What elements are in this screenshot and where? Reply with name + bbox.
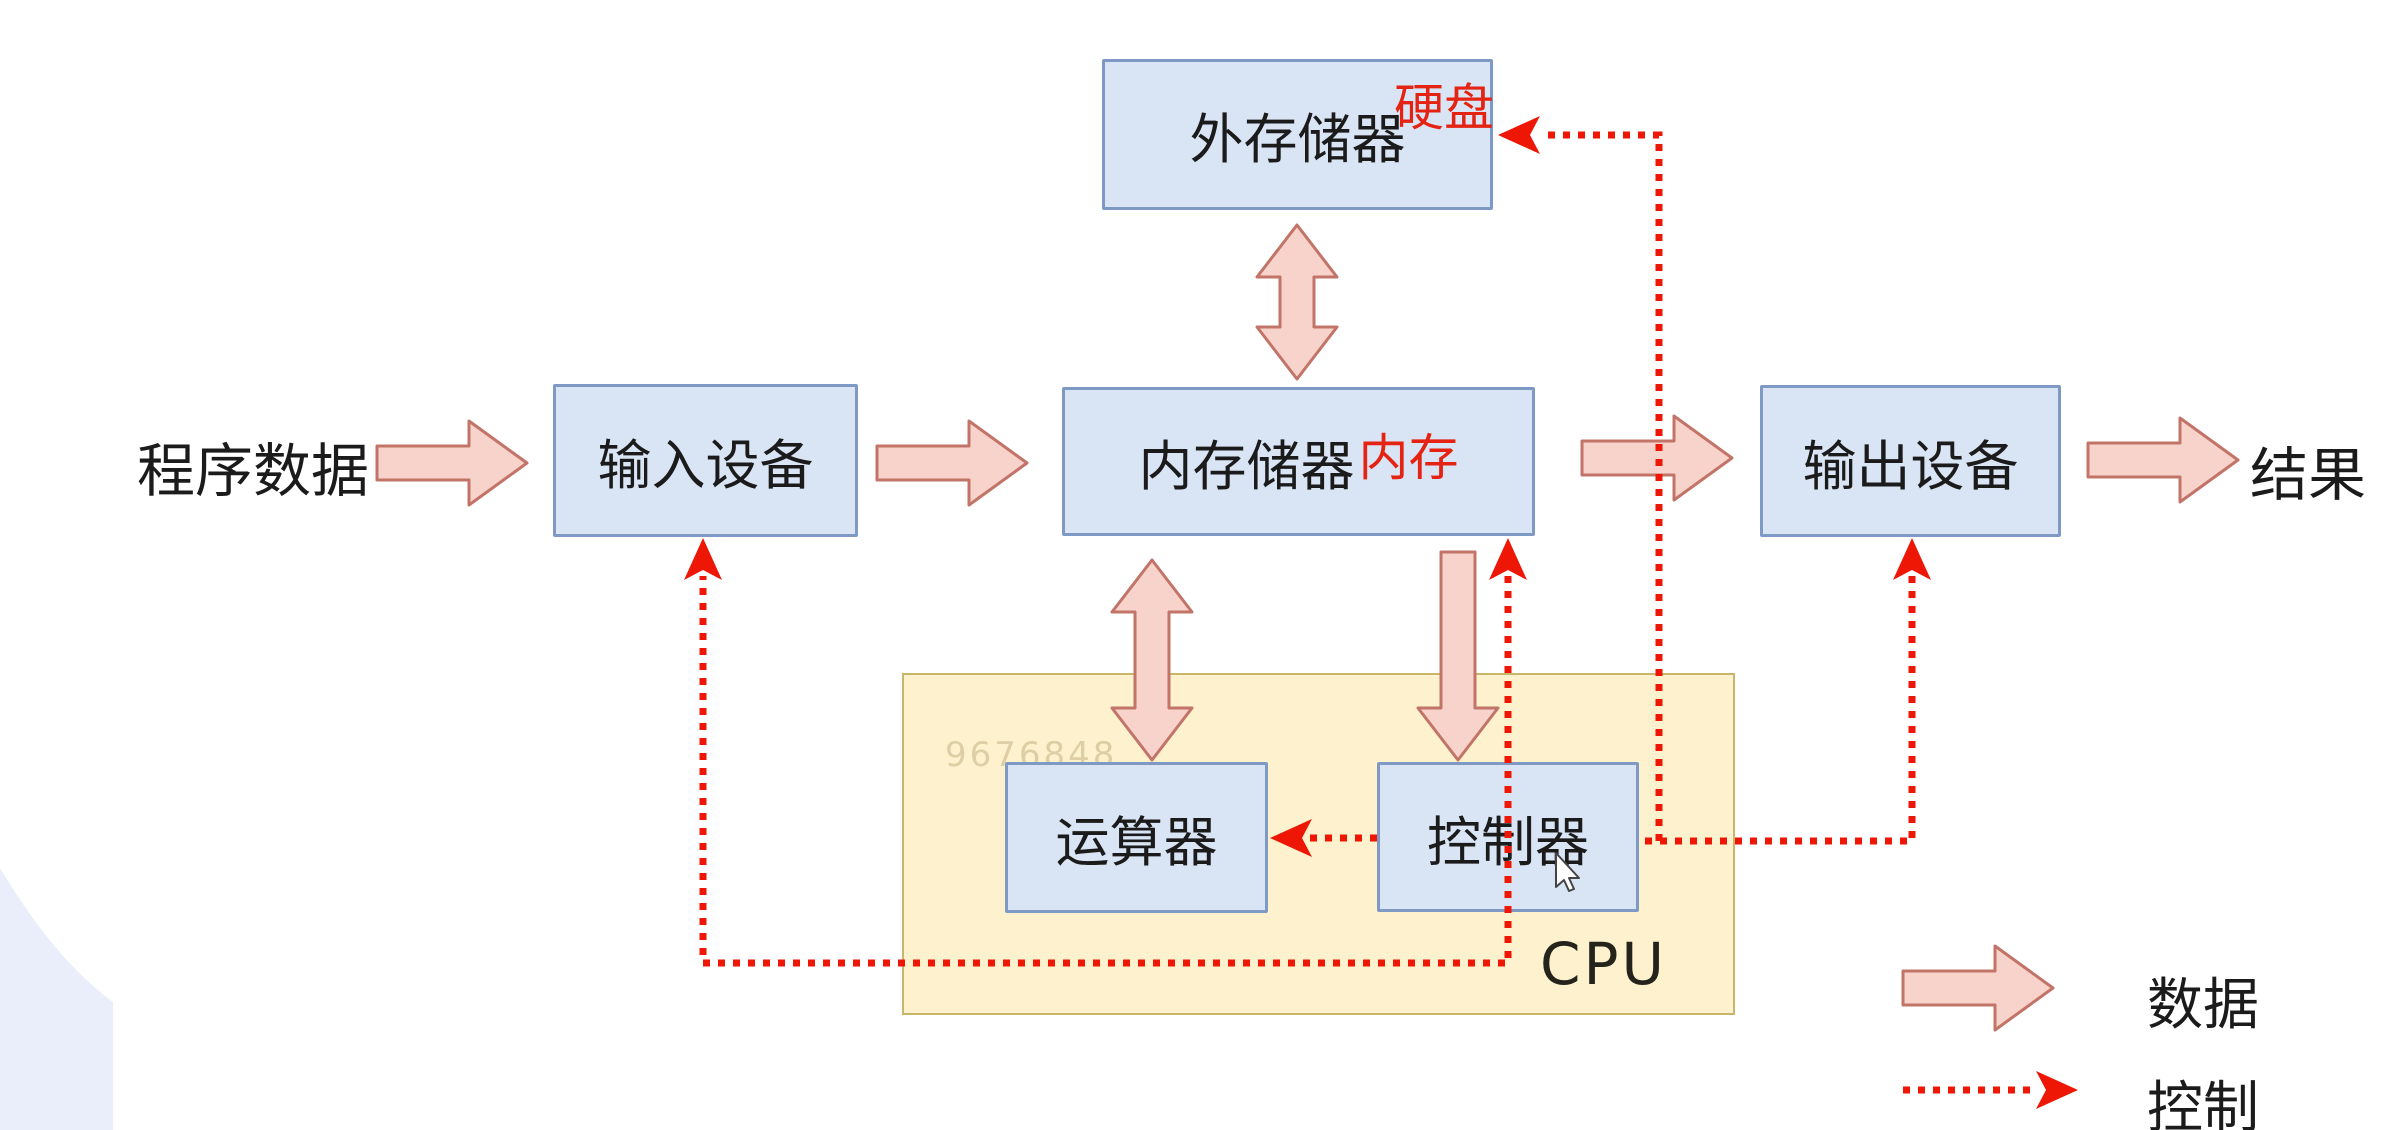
input-device-label: 输入设备 bbox=[597, 434, 814, 497]
legend-data-label: 数据 bbox=[2147, 973, 2259, 1038]
memory-box: 内存储器 内存 bbox=[1062, 387, 1535, 536]
ram-annotation: 内存 bbox=[1358, 428, 1459, 487]
control-arrowhead-into-external-storage bbox=[1498, 116, 1540, 154]
hard-disk-annotation: 硬盘 bbox=[1394, 79, 1494, 137]
corner-decoration-shape bbox=[0, 868, 113, 1130]
alu-label: 运算器 bbox=[1055, 811, 1218, 874]
legend-control-arrowhead bbox=[2036, 1071, 2078, 1109]
input-device-box: 输入设备 bbox=[553, 384, 858, 537]
external-storage-label: 外存储器 bbox=[1189, 108, 1406, 171]
output-device-box: 输出设备 bbox=[1760, 385, 2061, 537]
control-arrowhead-into-output bbox=[1893, 538, 1931, 580]
data-arrow-output-to-result bbox=[2086, 416, 2240, 504]
data-arrow-program-to-input bbox=[375, 419, 529, 507]
control-unit-box: 控制器 bbox=[1377, 762, 1639, 912]
output-device-label: 输出设备 bbox=[1802, 434, 2019, 498]
data-arrow-input-to-memory bbox=[875, 419, 1029, 507]
legend-data-arrow bbox=[1901, 944, 2055, 1032]
memory-label: 内存储器 bbox=[1138, 435, 1355, 498]
control-arrowhead-into-memory bbox=[1489, 538, 1527, 580]
alu-box: 运算器 bbox=[1005, 762, 1268, 913]
data-arrow-memory-to-output bbox=[1580, 414, 1734, 502]
external-storage-box: 外存储器 硬盘 bbox=[1102, 59, 1494, 210]
control-arrowhead-into-input bbox=[684, 538, 722, 580]
control-unit-label: 控制器 bbox=[1427, 810, 1589, 874]
legend-control-label: 控制 bbox=[2147, 1076, 2259, 1130]
cpu-label: CPU bbox=[1540, 930, 1667, 998]
result-text: 结果 bbox=[2250, 441, 2367, 509]
data-arrow-memory-external-bidirectional bbox=[1255, 223, 1339, 381]
program-data-text: 程序数据 bbox=[137, 437, 370, 505]
